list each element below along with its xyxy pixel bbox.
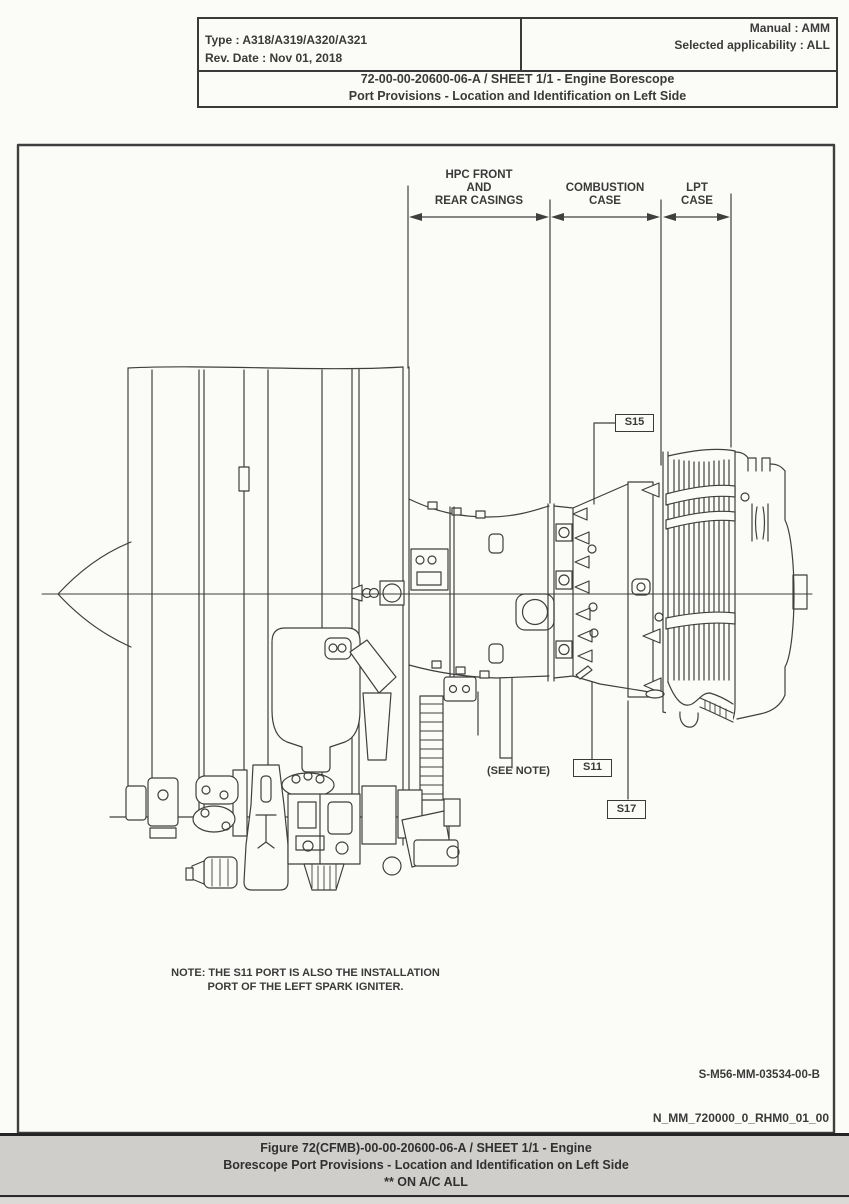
section-label-combustion: COMBUSTION CASE xyxy=(548,182,662,208)
caption-line1: Figure 72(CFMB)-00-00-20600-06-A / SHEET… xyxy=(260,1141,592,1155)
file-reference: N_MM_720000_0_RHM0_01_00 xyxy=(652,1111,829,1125)
section-label-lpt: LPT CASE xyxy=(664,182,730,208)
sheet-title-line2: Port Provisions - Location and Identific… xyxy=(348,89,687,103)
lpt-case xyxy=(662,448,736,728)
hpc-line3: REAR CASINGS xyxy=(434,195,524,207)
port-label-s17: S17 xyxy=(607,800,646,819)
note-line2: PORT OF THE LEFT SPARK IGNITER. xyxy=(207,981,404,993)
core-section xyxy=(408,498,550,679)
selected-applicability: Selected applicability : ALL xyxy=(674,38,830,52)
header-column-divider xyxy=(520,19,522,70)
hpc-line2: AND xyxy=(466,182,492,194)
accessory-gearbox xyxy=(125,627,461,891)
note-block: NOTE: THE S11 PORT IS ALSO THE INSTALLAT… xyxy=(148,966,463,994)
section-label-hpc: HPC FRONT AND REAR CASINGS xyxy=(408,169,550,208)
lpt-line2: CASE xyxy=(681,195,713,207)
caption-line2: Borescope Port Provisions - Location and… xyxy=(223,1158,629,1172)
note-line1: NOTE: THE S11 PORT IS ALSO THE INSTALLAT… xyxy=(171,967,440,979)
manual-name: Manual : AMM xyxy=(749,21,830,35)
drawing-reference: S-M56-MM-03534-00-B xyxy=(698,1069,820,1081)
revision-date: Rev. Date : Nov 01, 2018 xyxy=(205,51,343,65)
exhaust-section xyxy=(734,451,808,720)
lpt-line1: LPT xyxy=(686,182,708,194)
caption-line3: ** ON A/C ALL xyxy=(384,1175,468,1189)
borescope-ports xyxy=(572,482,665,699)
ladder-frame xyxy=(410,548,513,858)
oil-tank xyxy=(271,627,361,773)
port-label-s15: S15 xyxy=(615,414,654,432)
figure-caption-band: Figure 72(CFMB)-00-00-20600-06-A / SHEET… xyxy=(0,1133,849,1204)
centerline-fittings xyxy=(351,580,405,606)
header-table: Type : A318/A319/A320/A321 Rev. Date : N… xyxy=(197,17,838,108)
combustion-line1: COMBUSTION xyxy=(565,182,645,194)
caption-bottom-strip xyxy=(0,1197,849,1204)
aircraft-type: Type : A318/A319/A320/A321 xyxy=(205,33,368,47)
port-label-s11: S11 xyxy=(573,759,612,777)
combustion-case xyxy=(515,481,663,698)
caption-bottom-rule xyxy=(0,1195,849,1197)
header-row-divider xyxy=(199,70,836,72)
spinner xyxy=(57,541,132,648)
see-note-label: (SEE NOTE) xyxy=(487,765,550,777)
combustion-line2: CASE xyxy=(589,195,621,207)
dimension-lines xyxy=(407,185,732,504)
hpc-line1: HPC FRONT xyxy=(445,169,513,181)
sheet-title-line1: 72-00-00-20600-06-A / SHEET 1/1 - Engine… xyxy=(360,72,675,86)
leader-lines xyxy=(591,422,629,800)
